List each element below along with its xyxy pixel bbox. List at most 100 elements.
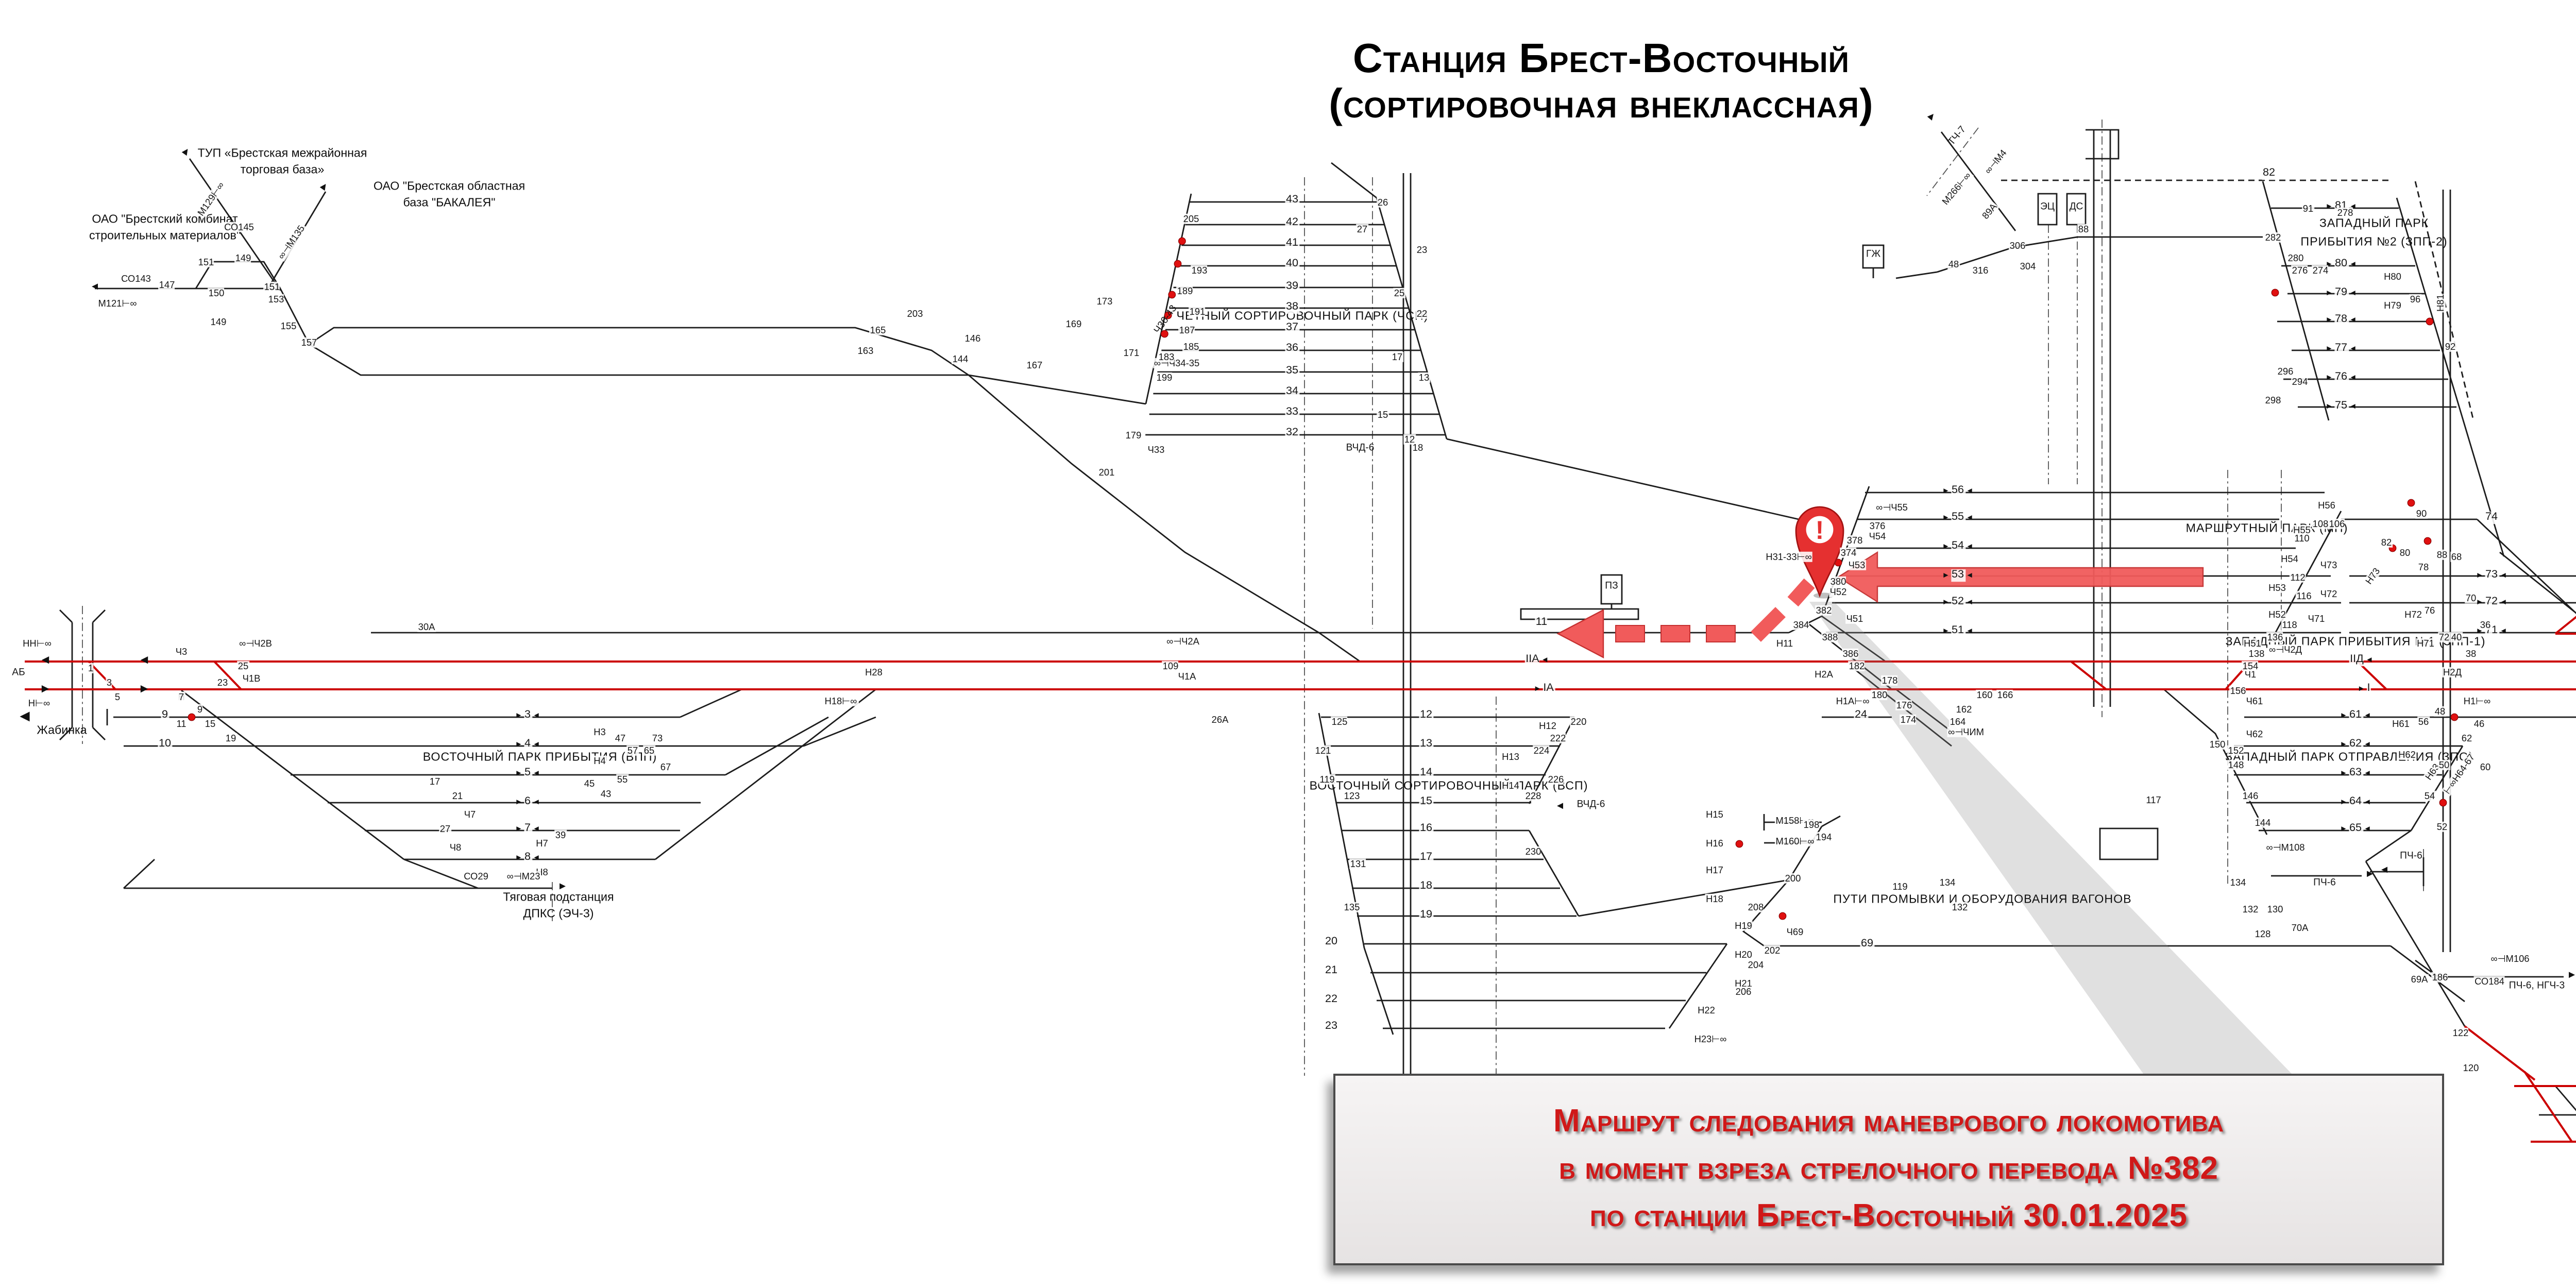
- incident-pin: !: [1795, 506, 1844, 599]
- diagram-label: 14: [1419, 767, 1433, 780]
- diagram-label: 123: [1343, 790, 1361, 801]
- diagram-label: 40: [2450, 632, 2463, 642]
- diagram-label: Н1А⊢∞: [1835, 696, 1870, 706]
- diagram-label: Н1⊢∞: [2463, 696, 2492, 706]
- diagram-label: 73: [651, 733, 664, 743]
- diagram-label: 15: [204, 718, 216, 729]
- diagram-label: ►63◄: [2340, 767, 2371, 780]
- diagram-label: 138: [2248, 648, 2265, 659]
- diagram-label: 200: [1784, 873, 1802, 884]
- diagram-label: ►: [316, 179, 333, 195]
- diagram-label: 224: [1533, 745, 1550, 756]
- diagram-label: ►80◄: [2325, 258, 2357, 271]
- diagram-label: 180: [1871, 689, 1888, 700]
- diagram-label: ГЖ: [1866, 249, 1881, 260]
- diagram-label: 187: [1178, 325, 1196, 335]
- diagram-label: 150: [2209, 739, 2226, 750]
- diagram-label: 206: [1735, 986, 1752, 997]
- diagram-label: ◄: [2379, 865, 2389, 877]
- diagram-label: 15: [1419, 795, 1433, 808]
- diagram-label: 33: [1285, 406, 1299, 419]
- title-line2: (сортировочная внеклассная): [1329, 83, 1874, 129]
- diagram-label: 131: [1349, 858, 1367, 869]
- diagram-label: 298: [2264, 395, 2282, 405]
- diagram-label: 90: [2415, 508, 2428, 519]
- diagram-label: торговая база»: [240, 165, 325, 178]
- diagram-label: Н22: [1697, 1005, 1716, 1015]
- diagram-label: 132: [1951, 902, 1969, 912]
- diagram-label: 96: [2409, 294, 2421, 304]
- diagram-label: 316: [1972, 265, 1989, 276]
- diagram-label: 48: [2434, 706, 2446, 717]
- diagram-label: 110: [2293, 533, 2311, 544]
- diagram-label: М129⊢∞: [195, 179, 227, 218]
- diagram-label: ∞⊣М108: [2265, 842, 2306, 853]
- diagram-label: ►6◄: [515, 795, 540, 808]
- diagram-label: ►54◄: [1942, 540, 1974, 553]
- diagram-label: Жабинка: [37, 725, 87, 738]
- diagram-label: 74: [2484, 512, 2499, 524]
- diagram-label: Ч69: [1786, 926, 1804, 937]
- main-lines-red: [25, 616, 2576, 1143]
- diagram-label: Н52: [2267, 609, 2287, 620]
- diagram-label: 282: [2264, 232, 2282, 243]
- diagram-label: СО29: [463, 871, 489, 882]
- diagram-label: 112: [2289, 572, 2307, 583]
- diagram-label: ►: [39, 683, 52, 696]
- diagram-label: Ч53: [1848, 560, 1866, 570]
- diagram-label: ◄: [90, 281, 100, 294]
- diagram-label: 25: [237, 660, 249, 671]
- diagram-label: Н54: [2280, 553, 2299, 564]
- diagram-label: 82: [2380, 537, 2393, 548]
- diagram-label: 160: [1976, 689, 1993, 700]
- diagram-label: 36: [1285, 343, 1299, 355]
- diagram-label: 162: [1955, 704, 1973, 715]
- diagram-label: ∞⊣Ч2А: [1165, 636, 1200, 647]
- diagram-label: ►55◄: [1942, 512, 1974, 524]
- diagram-label: 205: [1182, 213, 1200, 224]
- diagram-label: 60: [2479, 761, 2492, 772]
- diagram-label: ДС: [2069, 202, 2083, 213]
- diagram-label: 68: [2450, 551, 2463, 562]
- diagram-label: 106: [2328, 518, 2346, 529]
- diagram-label: 274: [2312, 265, 2329, 276]
- diagram-label: 186: [2431, 972, 2449, 982]
- diagram-label: 78: [2417, 562, 2430, 572]
- diagram-label: Н53: [2267, 582, 2287, 593]
- diagram-label: ►4◄: [515, 738, 540, 751]
- diagram-label: М266⊢∞: [1939, 170, 1974, 208]
- diagram-label: 304: [2019, 261, 2037, 272]
- diagram-label: 382: [1815, 605, 1833, 616]
- diagram-label: 199: [1156, 372, 1173, 383]
- diagram-label: 228: [1524, 790, 1542, 801]
- diagram-label: Н3: [592, 726, 607, 737]
- diagram-label: ►64◄: [2340, 795, 2371, 808]
- diagram-label: 167: [1026, 360, 1043, 370]
- diagram-label: 11: [175, 718, 188, 729]
- diagram-label: 15: [1377, 409, 1389, 420]
- diagram-label: Н16: [1705, 838, 1724, 849]
- diagram-label: 26А: [1211, 714, 1229, 725]
- diagram-label: 21: [451, 790, 464, 801]
- diagram-label: 43: [600, 788, 612, 799]
- diagram-label: 136: [2266, 632, 2284, 642]
- diagram-label: 151: [197, 257, 215, 267]
- diagram-label: 54: [2424, 790, 2436, 801]
- diagram-label: 208: [1747, 902, 1765, 912]
- diagram-label: 69А: [2410, 974, 2429, 985]
- diagram-label: Н13: [1501, 751, 1520, 762]
- diagram-label: 154: [2242, 660, 2259, 671]
- diagram-label: ∞⊣Ч2В: [238, 638, 273, 649]
- route-arrow-dashed: [1556, 578, 1815, 658]
- diagram-label: 76: [2424, 605, 2436, 616]
- diagram-label: ►: [557, 881, 568, 893]
- diagram-label: 70А: [2291, 922, 2309, 933]
- diagram-label: 174: [1900, 714, 1917, 725]
- diagram-label: 278: [2336, 207, 2354, 218]
- diagram-label: 122: [2452, 1027, 2469, 1038]
- diagram-label: 148: [2227, 759, 2245, 770]
- diagram-label: 185: [1182, 341, 1200, 352]
- diagram-label: Н17: [1705, 865, 1724, 875]
- diagram-label: СО145: [223, 222, 255, 232]
- diagram-label: 22: [1416, 308, 1428, 319]
